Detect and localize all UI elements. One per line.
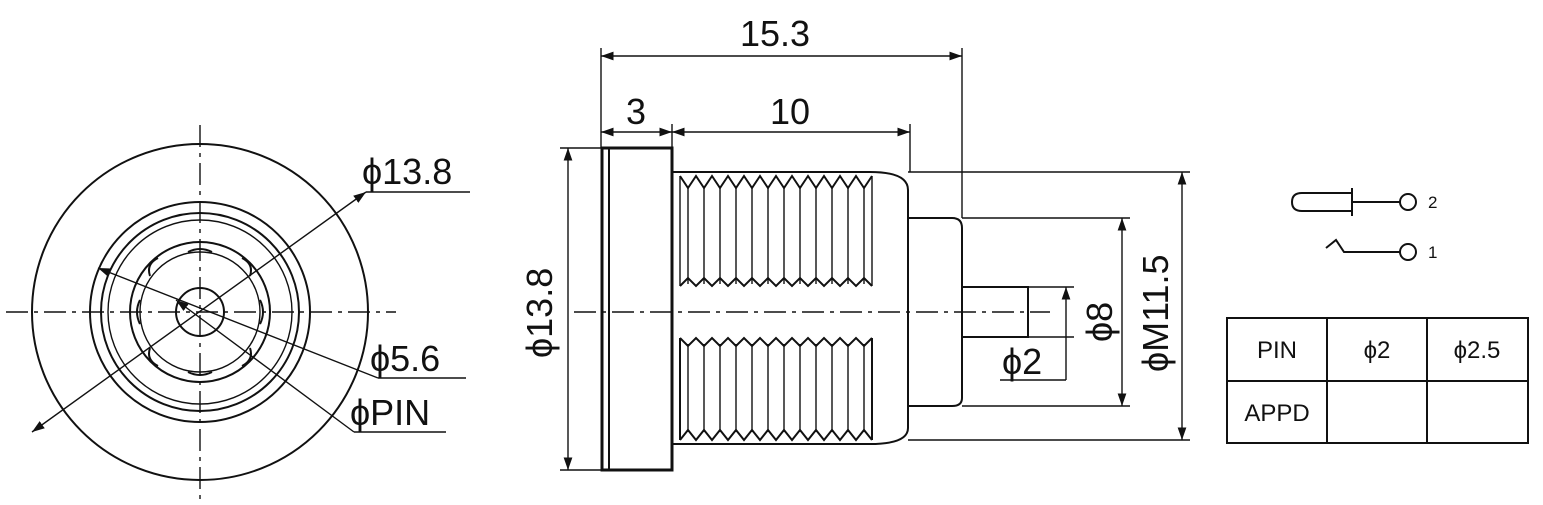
front-dia-pin-label: ϕPIN (350, 392, 430, 433)
body-dia-label: ϕ8 (1079, 302, 1120, 342)
flange-thickness-label: 3 (626, 91, 646, 132)
table-row-label-appd: APPD (1244, 400, 1309, 427)
front-dia-inner-label: ϕ5.6 (370, 338, 440, 379)
thread-dia-label: ϕM11.5 (1135, 254, 1176, 372)
front-dia-outer-label: ϕ13.8 (362, 151, 452, 192)
pin-2-label: 2 (1428, 193, 1437, 212)
front-view (6, 125, 470, 500)
overall-length-label: 15.3 (740, 13, 810, 54)
thread-length-label: 10 (770, 91, 810, 132)
pin-dia-label: ϕ2 (1002, 341, 1042, 382)
flange-dia-label: ϕ13.8 (519, 268, 560, 358)
pin-table (1226, 317, 1529, 444)
table-header-dia-2: ϕ2 (1364, 337, 1391, 364)
jack-schematic (1290, 188, 1417, 261)
table-header-dia-2-5: ϕ2.5 (1454, 337, 1501, 364)
pin-1-label: 1 (1428, 243, 1437, 262)
side-view (560, 48, 1190, 472)
table-header-pin: PIN (1257, 337, 1297, 364)
